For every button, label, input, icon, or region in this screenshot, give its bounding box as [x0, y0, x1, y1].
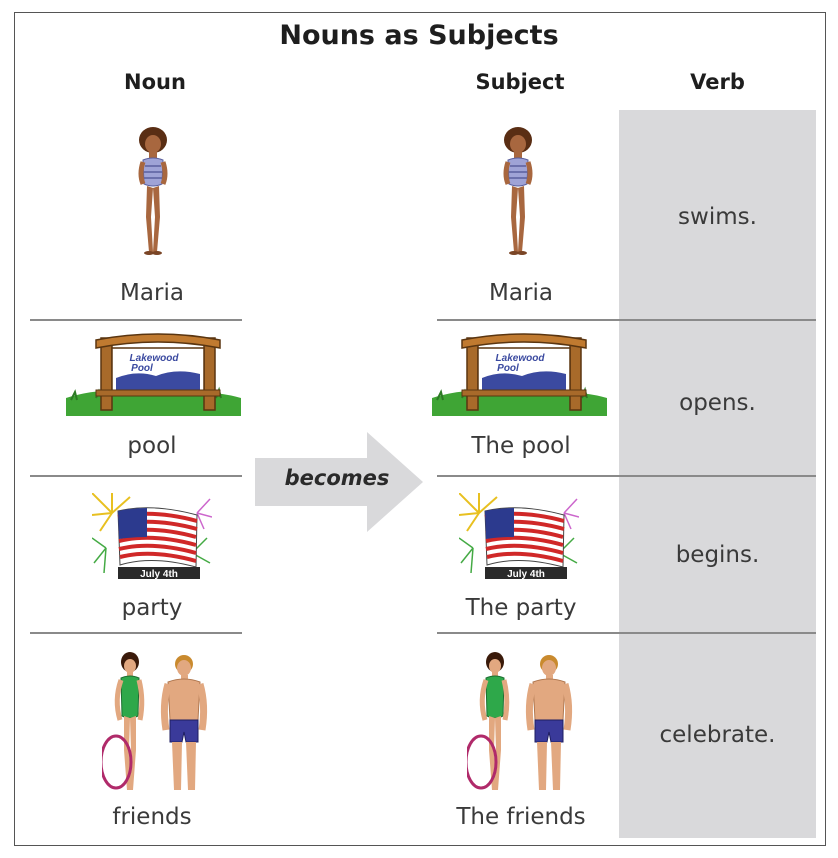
subject-label-party: The party [465, 595, 577, 621]
chart-frame [14, 12, 826, 846]
subject-label-pool: The pool [471, 433, 571, 459]
sign-text-line2: Pool [131, 363, 153, 374]
verb-swims: swims. [678, 204, 757, 230]
noun-label-party: party [121, 595, 183, 621]
row-divider [437, 632, 816, 634]
becomes-label: becomes [284, 466, 390, 490]
swimmer-girl-icon [113, 122, 193, 262]
sign-text-line1: Lakewood [130, 353, 180, 364]
july-4th-banner-text: July 4th [140, 569, 178, 580]
sign-text-line2: Pool [497, 363, 519, 374]
noun-column-header: Noun [124, 70, 186, 94]
becomes-arrow [255, 432, 423, 532]
row-divider [437, 319, 816, 321]
row-divider [30, 319, 242, 321]
row-divider [437, 475, 816, 477]
pool-sign-icon: Lakewood Pool [432, 333, 607, 417]
swimmer-girl-icon [478, 122, 558, 262]
friends-swimmers-icon [467, 650, 579, 795]
verb-celebrate: celebrate. [659, 722, 776, 748]
verb-opens: opens. [679, 390, 756, 416]
subject-label-friends: The friends [456, 804, 586, 830]
sign-text-line1: Lakewood [496, 353, 546, 364]
row-divider [30, 632, 242, 634]
july-4th-banner-text: July 4th [507, 569, 545, 580]
subject-column-header: Subject [475, 70, 565, 94]
noun-label-maria: Maria [120, 280, 184, 306]
verb-begins: begins. [675, 542, 760, 568]
row-divider [30, 475, 242, 477]
page-title: Nouns as Subjects [279, 20, 559, 51]
verb-column-header: Verb [690, 70, 745, 94]
pool-sign-icon: Lakewood Pool [66, 333, 241, 417]
noun-label-friends: friends [112, 804, 192, 830]
friends-swimmers-icon [102, 650, 214, 795]
subject-label-maria: Maria [489, 280, 553, 306]
noun-label-pool: pool [127, 433, 177, 459]
july-4th-flag-icon: July 4th [459, 493, 579, 581]
verb-column [619, 110, 816, 838]
july-4th-flag-icon: July 4th [92, 493, 212, 581]
